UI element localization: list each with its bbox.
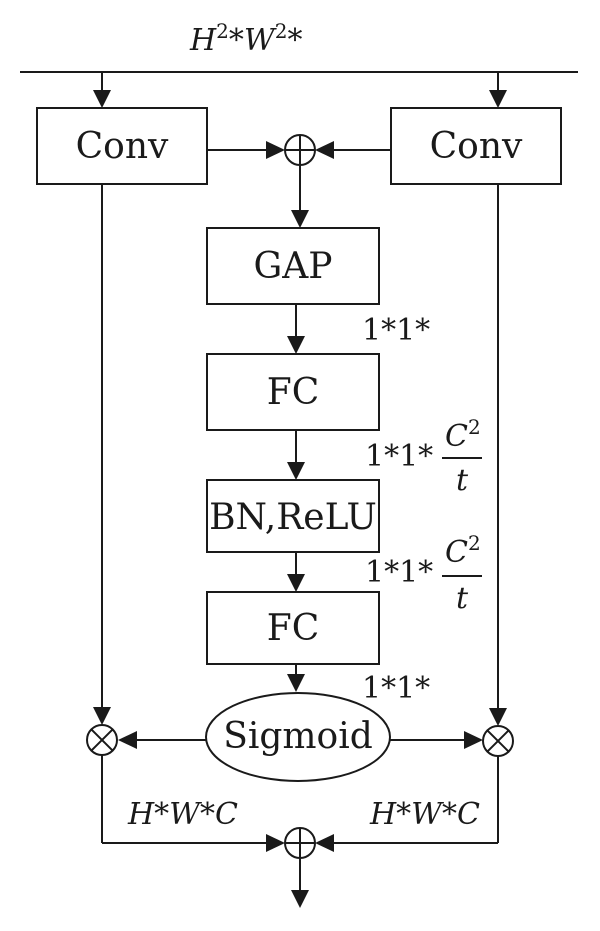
- left-conv-to-mult-arrow: [93, 707, 111, 725]
- dim-after-bn-numerator: C2: [445, 531, 481, 570]
- gap-block: GAP: [206, 227, 380, 305]
- conv-left-label: Conv: [76, 126, 169, 167]
- left-conv-to-add-arrow: [266, 141, 285, 159]
- fc2-block: FC: [206, 591, 380, 665]
- gap-label: GAP: [254, 246, 333, 287]
- left-multiply-node: [86, 724, 118, 756]
- conv-right-block: Conv: [390, 107, 562, 185]
- sigmoid-node: Sigmoid: [205, 692, 391, 782]
- input-to-right-conv-arrow: [489, 90, 507, 108]
- right-multiply-node: [482, 725, 514, 757]
- dim-after-bn-denominator: t: [456, 581, 469, 616]
- output-arrow: [291, 890, 309, 908]
- dim-after-fc2: 1*1*: [362, 671, 430, 706]
- right-output-label: H*W*C: [369, 797, 480, 832]
- input-to-left-conv-arrow: [93, 90, 111, 108]
- dim-after-fc1: 1*1* C2 t: [365, 415, 482, 498]
- bn-relu-label: BN,ReLU: [209, 497, 377, 538]
- bottom-add-node: [284, 827, 316, 859]
- left-output-label: H*W*C: [127, 797, 238, 832]
- dim-after-fc1-prefix: 1*1*: [365, 439, 433, 474]
- fc2-label: FC: [267, 608, 320, 649]
- gap-to-fc1-arrow: [287, 336, 305, 354]
- dim-after-bn: 1*1* C2 t: [365, 531, 482, 616]
- conv-right-label: Conv: [430, 126, 523, 167]
- fc1-to-bn-arrow: [287, 462, 305, 480]
- dim-after-fc1-numerator: C2: [445, 415, 481, 454]
- left-mult-to-add-arrow: [266, 834, 285, 852]
- fc1-block: FC: [206, 353, 380, 431]
- fc2-to-sigmoid-arrow: [287, 674, 305, 692]
- dim-after-gap: 1*1*: [362, 313, 430, 348]
- right-conv-to-add-arrow: [315, 141, 334, 159]
- sigmoid-label: Sigmoid: [223, 716, 373, 757]
- dim-after-fc1-denominator: t: [456, 463, 469, 498]
- add-to-gap-arrow: [291, 210, 309, 228]
- sigmoid-to-right-mult-arrow: [464, 731, 483, 749]
- bn-relu-block: BN,ReLU: [206, 479, 380, 553]
- right-mult-to-add-arrow: [315, 834, 334, 852]
- sigmoid-to-left-mult-arrow: [118, 731, 137, 749]
- bn-to-fc2-arrow: [287, 574, 305, 592]
- right-conv-to-mult-arrow: [489, 708, 507, 726]
- conv-left-block: Conv: [36, 107, 208, 185]
- top-add-node: [284, 134, 316, 166]
- input-dimension-label: H2*W2*: [189, 19, 302, 58]
- dim-after-bn-prefix: 1*1*: [365, 555, 433, 590]
- fc1-label: FC: [267, 372, 320, 413]
